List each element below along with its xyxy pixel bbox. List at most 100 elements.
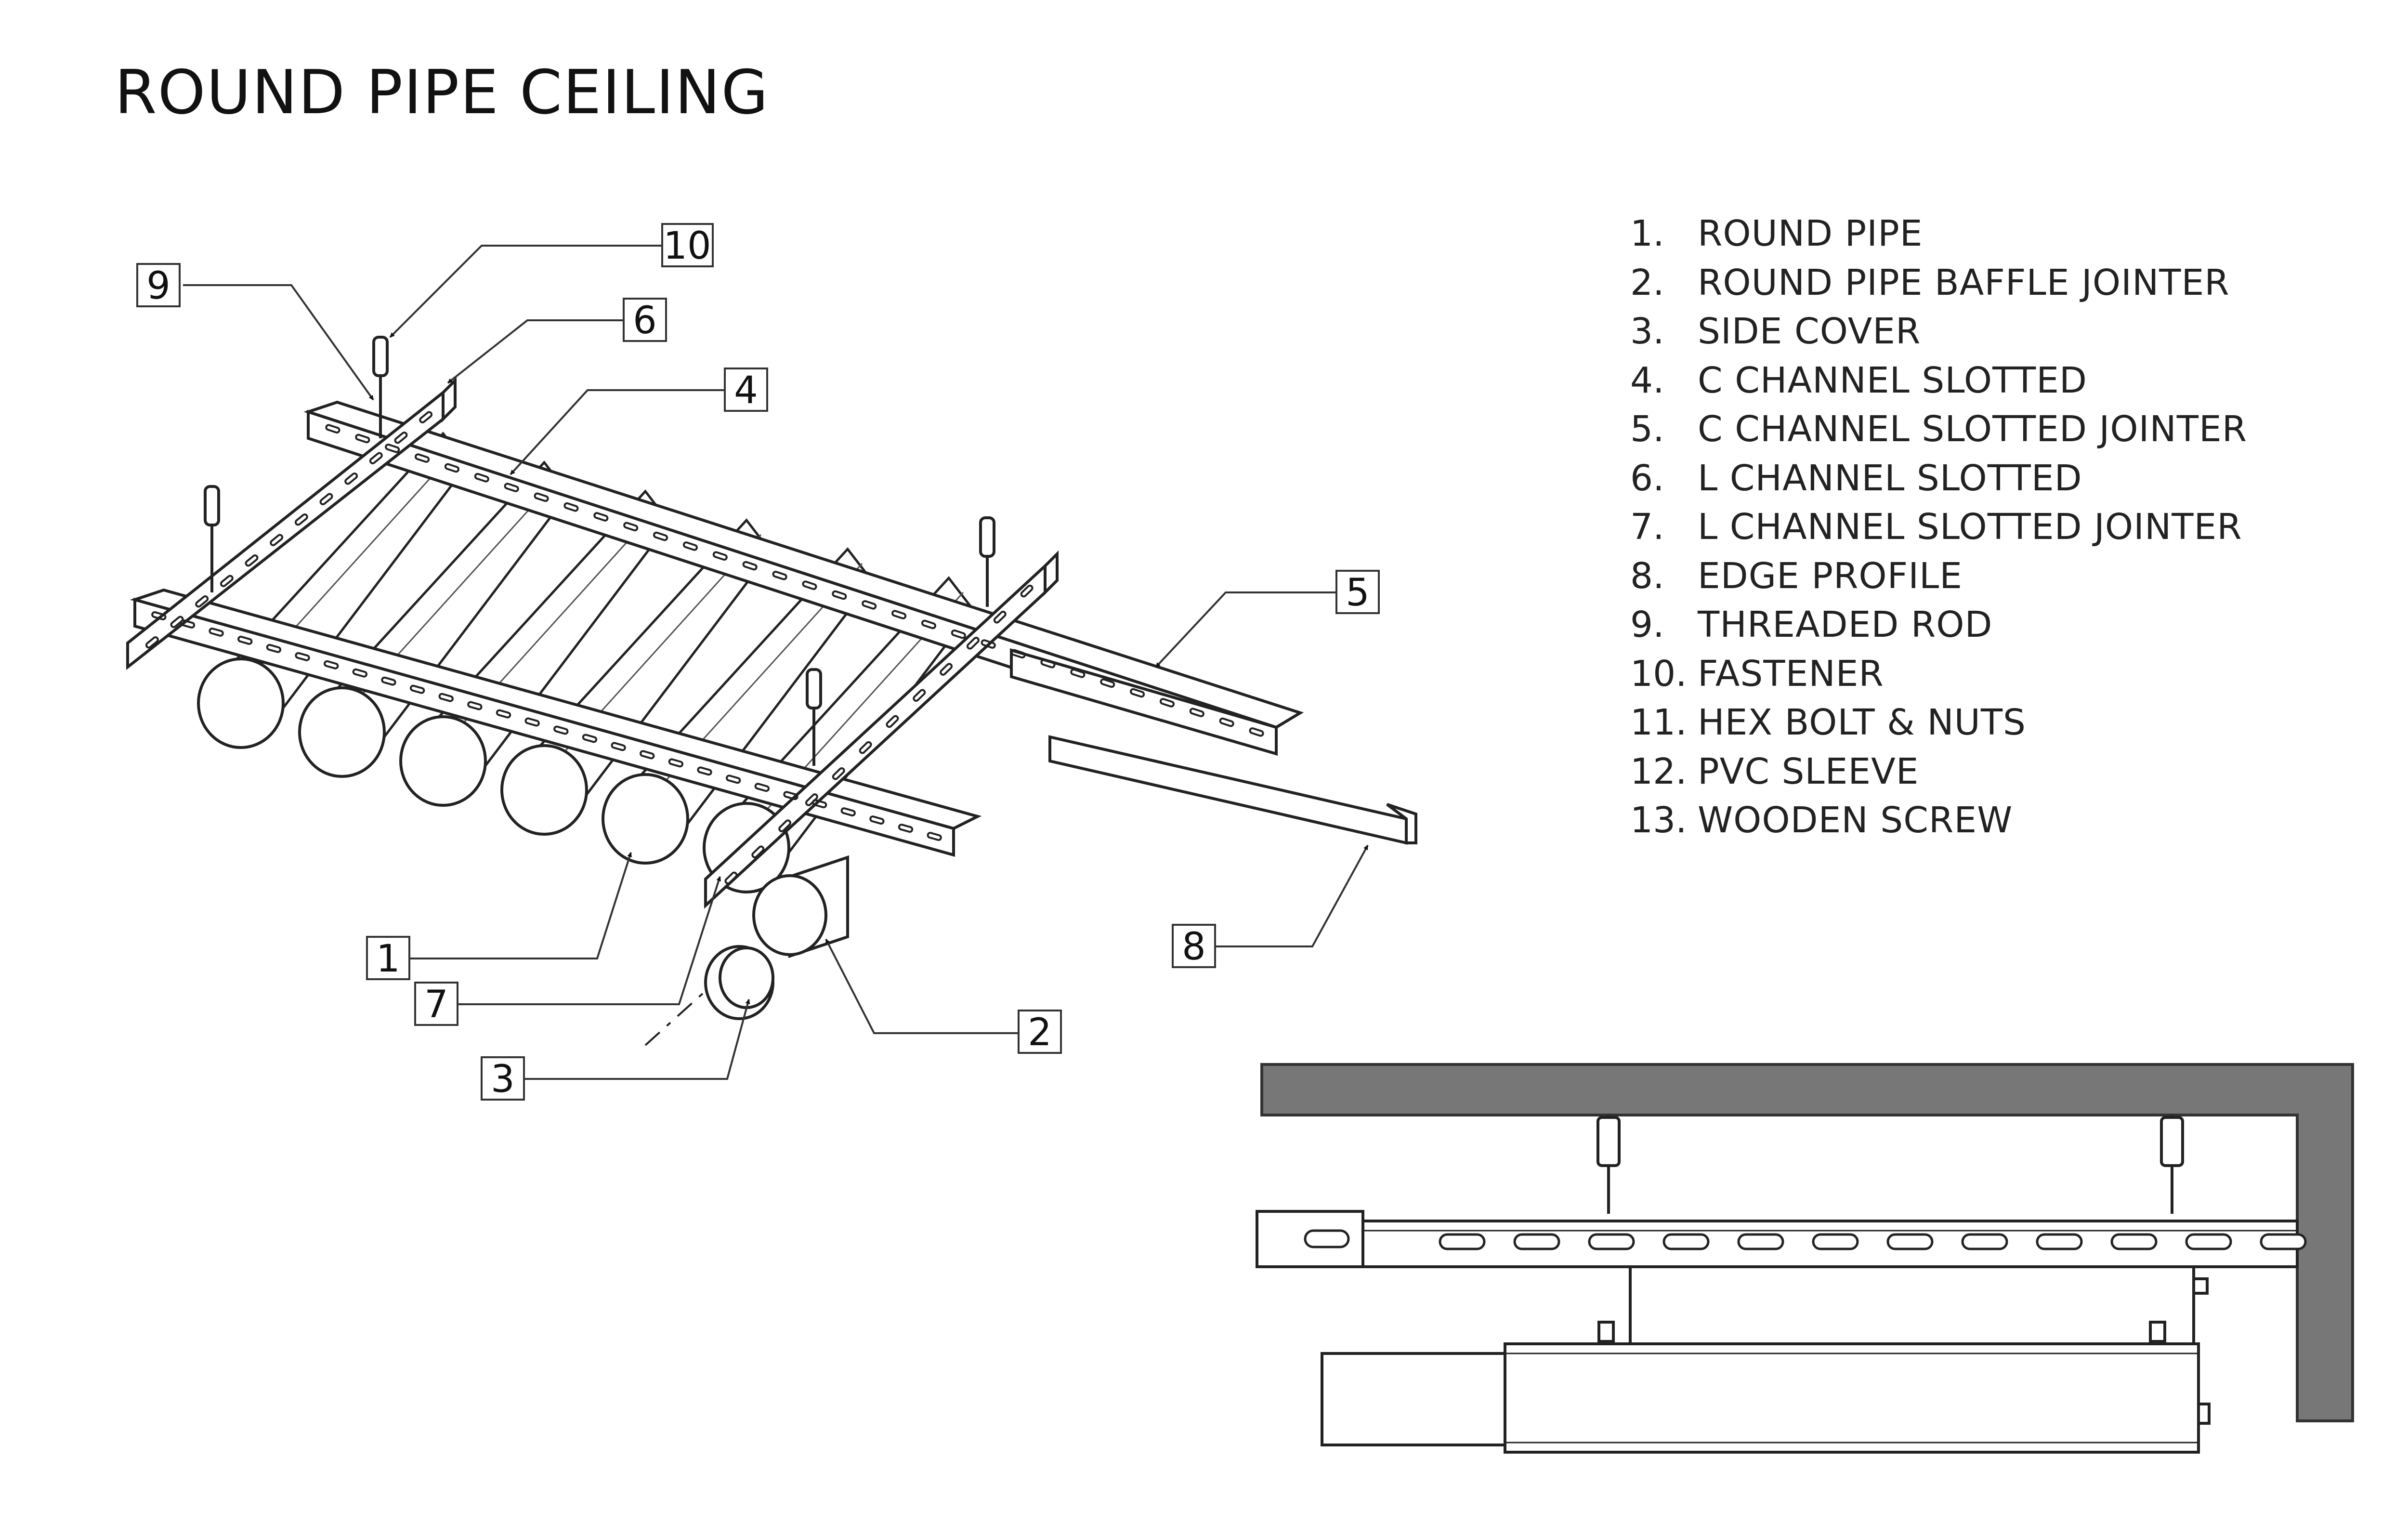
legend-label: ROUND PIPE xyxy=(1698,213,1923,254)
legend-label: THREADED ROD xyxy=(1698,604,1993,645)
legend-number: 11. xyxy=(1630,702,1687,743)
channel-slot xyxy=(319,493,333,505)
legend-label: SIDE COVER xyxy=(1698,311,1921,352)
channel-slot xyxy=(640,750,655,760)
channel-slot xyxy=(862,600,877,610)
legend-number: 6. xyxy=(1630,457,1664,499)
channel-slot xyxy=(832,767,845,780)
loose-parts xyxy=(644,855,849,1046)
leader-5 xyxy=(1155,591,1336,668)
channel-slot xyxy=(805,793,818,806)
channel-slot xyxy=(966,637,980,650)
section-slot xyxy=(1886,1233,1934,1250)
channel-slots xyxy=(145,411,1264,885)
channel-slot xyxy=(891,610,907,619)
legend-item: 4.C CHANNEL SLOTTED xyxy=(1630,356,2247,406)
channel-slot xyxy=(415,453,430,463)
channel-slot xyxy=(419,411,433,423)
fastener-icon xyxy=(372,336,389,377)
channel-slot xyxy=(593,512,609,522)
channel-slot xyxy=(859,741,872,754)
channel-slot xyxy=(467,701,483,710)
channel-slot xyxy=(369,452,383,464)
channel-slot xyxy=(195,595,209,608)
legend-label: PVC SLEEVE xyxy=(1698,750,1919,792)
legend-item: 13. WOODEN SCREW xyxy=(1630,796,2247,845)
callout-label: 9 xyxy=(146,264,170,308)
channel-slot xyxy=(170,616,184,628)
hangers xyxy=(1597,1115,2184,1214)
callout-leaders xyxy=(183,245,1369,1080)
legend-label: HEX BOLT & NUTS xyxy=(1698,702,2027,743)
c-channel-slotted-front-top xyxy=(130,588,982,830)
channel-slot xyxy=(266,643,282,653)
section-slot xyxy=(1513,1233,1560,1250)
fastener-icon xyxy=(979,516,995,558)
leader-1 xyxy=(409,852,632,959)
channel-slot xyxy=(993,610,1007,624)
l-bracket xyxy=(2148,1265,2195,1344)
channel-slot xyxy=(921,619,936,630)
channel-slot xyxy=(898,824,914,833)
round-pipe-end xyxy=(399,715,487,807)
channel-slot xyxy=(1189,708,1204,718)
channel-slot xyxy=(886,715,899,728)
legend-label: WOODEN SCREW xyxy=(1698,800,2013,841)
channel-slot xyxy=(381,676,396,686)
channel-slot xyxy=(682,541,698,551)
concrete-slab-and-wall xyxy=(1260,1063,2354,1422)
channel-slot xyxy=(742,561,758,571)
legend-number: 13. xyxy=(1630,800,1687,841)
callout-label: 10 xyxy=(663,224,711,268)
legend-number: 4. xyxy=(1630,359,1664,401)
channel-slot xyxy=(553,725,569,735)
legend-label: ROUND PIPE BAFFLE JOINTER xyxy=(1698,262,2230,303)
channel-slot xyxy=(563,502,579,512)
channel-slot xyxy=(724,871,738,885)
section-slot xyxy=(1588,1233,1635,1250)
callout-label: 5 xyxy=(1346,571,1370,615)
wooden-screw xyxy=(2192,1277,2209,1295)
channel-slot xyxy=(496,709,511,719)
section-slot xyxy=(1812,1233,1859,1250)
channel-slot xyxy=(668,758,684,768)
fastener-icon xyxy=(2160,1116,2184,1167)
leader-3 xyxy=(525,999,750,1080)
hex-bolt-and-nut xyxy=(1597,1321,1615,1343)
legend-item: 7.L CHANNEL SLOTTED JOINTER xyxy=(1630,503,2247,552)
channel-slot xyxy=(712,551,728,561)
legend-item: 9.THREADED ROD xyxy=(1630,601,2247,650)
channel-slot xyxy=(324,660,339,670)
leader-7 xyxy=(458,876,721,1005)
legend-item: 10.FASTENER xyxy=(1630,650,2247,699)
section-slots xyxy=(1304,1229,2307,1250)
callout-label: 1 xyxy=(376,937,400,981)
c-channel-slotted-back-top xyxy=(303,400,1304,729)
parts-legend: 1.ROUND PIPE 2.ROUND PIPE BAFFLE JOINTER… xyxy=(1630,210,2247,845)
hex-bolt-and-nut xyxy=(2149,1321,2166,1343)
channel-slot xyxy=(582,734,598,743)
channel-slot xyxy=(751,845,765,859)
legend-label: EDGE PROFILE xyxy=(1698,555,1963,597)
channel-slot xyxy=(355,433,370,444)
round-pipe-baffle-jointer xyxy=(1321,1352,1506,1446)
callout-label: 7 xyxy=(424,983,448,1026)
callout-7: 7 xyxy=(414,982,458,1026)
channel-slot xyxy=(611,742,626,751)
legend-item: 5.C CHANNEL SLOTTED JOINTER xyxy=(1630,405,2247,454)
legend-number: 2. xyxy=(1630,262,1664,303)
legend-item: 12.PVC SLEEVE xyxy=(1630,748,2247,797)
channel-slot xyxy=(981,639,996,649)
page-title: ROUND PIPE CEILING xyxy=(115,57,770,128)
fastener-icon xyxy=(806,668,822,709)
channel-slot xyxy=(1130,688,1145,698)
fastener-icon xyxy=(1597,1116,1621,1167)
callout-2: 2 xyxy=(1018,1010,1062,1054)
fastener-icon xyxy=(204,485,220,526)
channel-slot xyxy=(1249,727,1264,737)
callout-10: 10 xyxy=(661,223,714,268)
channel-slot xyxy=(1219,717,1234,727)
channel-slot xyxy=(444,463,459,473)
